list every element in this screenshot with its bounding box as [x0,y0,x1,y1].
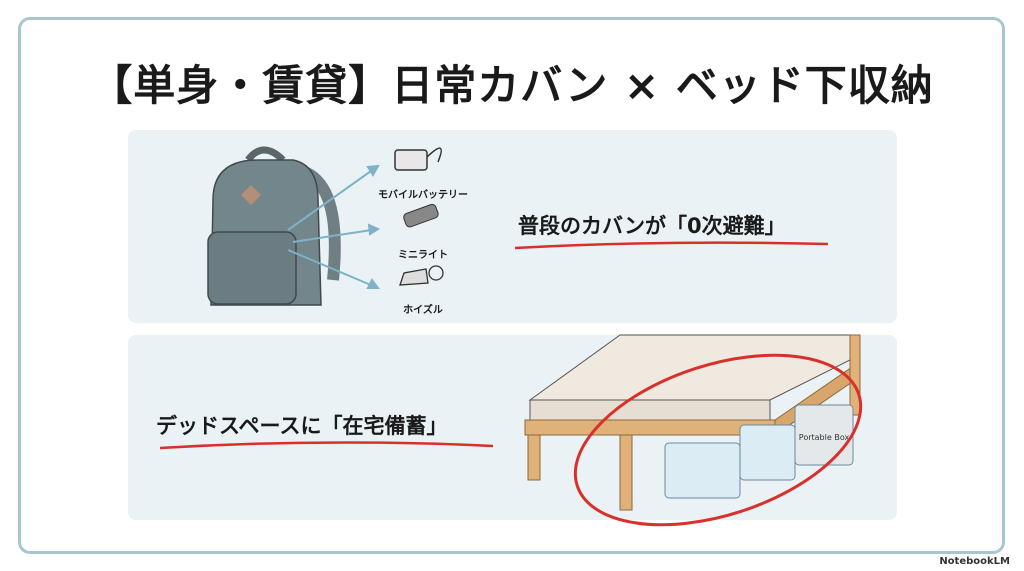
under-bed-panel: デッドスペースに「在宅備蓄」 Portable Box [128,334,897,527]
item-label: ミニライト [398,250,448,261]
panel2-caption: デッドスペースに「在宅備蓄」 [156,414,448,438]
arrows [287,164,381,289]
bed-illustration: Portable Box [524,334,863,527]
item-label: ホイズル [403,305,443,316]
whistle-icon [399,265,444,286]
box-label: Portable Box [799,433,850,442]
item-label: モバイルバッテリー [378,190,468,201]
battery-icon [394,147,442,171]
daily-bag-panel: モバイルバッテリー ミニライト ホイズル 普段のカバンが「0次避難」 [128,130,897,323]
red-underline [514,241,829,250]
slide-title: 【単身・賃貸】日常カバン × ベッド下収納 [90,61,934,110]
panel1-caption: 普段のカバンが「0次避難」 [518,214,786,238]
notebooklm-watermark: NotebookLM [939,556,1010,567]
flashlight-icon [403,203,439,228]
backpack-illustration [207,146,341,306]
red-underline [159,441,494,450]
